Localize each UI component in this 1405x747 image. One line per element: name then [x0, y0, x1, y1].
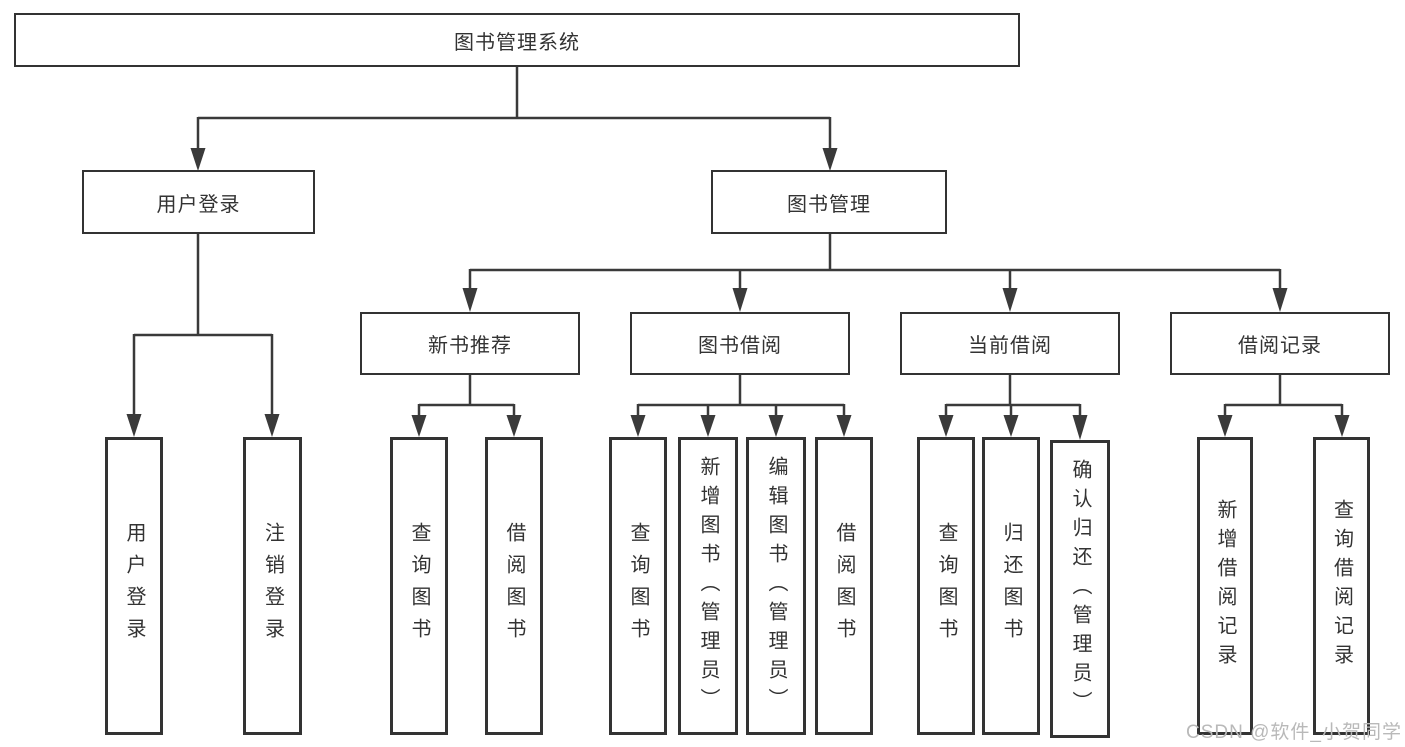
- node-root: 图书管理系统: [14, 13, 1020, 67]
- arrowhead-br-query: [1334, 415, 1350, 437]
- leaf-newbook-borrow-book: 借阅图书: [485, 437, 543, 735]
- arrowhead-nb-query: [411, 415, 427, 437]
- leaf-borrow-borrow-book: 借阅图书: [815, 437, 873, 735]
- arrowhead-cb-return: [1003, 415, 1019, 437]
- node-new-book-recommend: 新书推荐: [360, 312, 580, 375]
- leaf-borrow-query-book: 查询图书: [609, 437, 667, 735]
- arrowhead-bb-query: [630, 415, 646, 437]
- leaf-current-return-book: 归还图书: [982, 437, 1040, 735]
- arrowhead-new-book: [462, 288, 478, 312]
- arrowhead-book-management: [822, 148, 838, 171]
- arrowhead-cb-query: [938, 415, 954, 437]
- leaf-records-query-record: 查询借阅记录: [1313, 437, 1370, 735]
- arrowhead-cb-confirm: [1072, 415, 1088, 440]
- csdn-watermark: CSDN @软件_小贺同学: [1186, 722, 1402, 743]
- leaf-current-query-book: 查询图书: [917, 437, 975, 735]
- leaf-current-confirm-return-admin: 确认归还（管理员）: [1050, 440, 1110, 738]
- leaf-records-add-record: 新增借阅记录: [1197, 437, 1253, 735]
- node-user-login: 用户登录: [82, 170, 315, 234]
- leaf-newbook-query-book: 查询图书: [390, 437, 448, 735]
- leaf-borrow-add-book-admin: 新增图书（管理员）: [678, 437, 738, 735]
- arrowhead-current-borrow: [1002, 288, 1018, 312]
- leaf-borrow-edit-book-admin: 编辑图书（管理员）: [746, 437, 806, 735]
- arrowhead-br-add: [1217, 415, 1233, 437]
- node-book-borrow: 图书借阅: [630, 312, 850, 375]
- arrowhead-bb-edit: [768, 415, 784, 437]
- arrowhead-leaf-user-login: [126, 414, 142, 437]
- arrowhead-nb-borrow: [506, 415, 522, 437]
- node-current-borrow: 当前借阅: [900, 312, 1120, 375]
- arrowhead-bb-add: [700, 415, 716, 437]
- arrowhead-borrow-records: [1272, 288, 1288, 312]
- node-book-management: 图书管理: [711, 170, 947, 234]
- arrowhead-leaf-logout: [264, 414, 280, 437]
- arrowhead-book-borrow: [732, 288, 748, 312]
- leaf-logout: 注销登录: [243, 437, 302, 735]
- arrowhead-user-login: [190, 148, 206, 171]
- arrowhead-bb-borrow: [836, 415, 852, 437]
- leaf-user-login: 用户登录: [105, 437, 163, 735]
- node-borrow-records: 借阅记录: [1170, 312, 1390, 375]
